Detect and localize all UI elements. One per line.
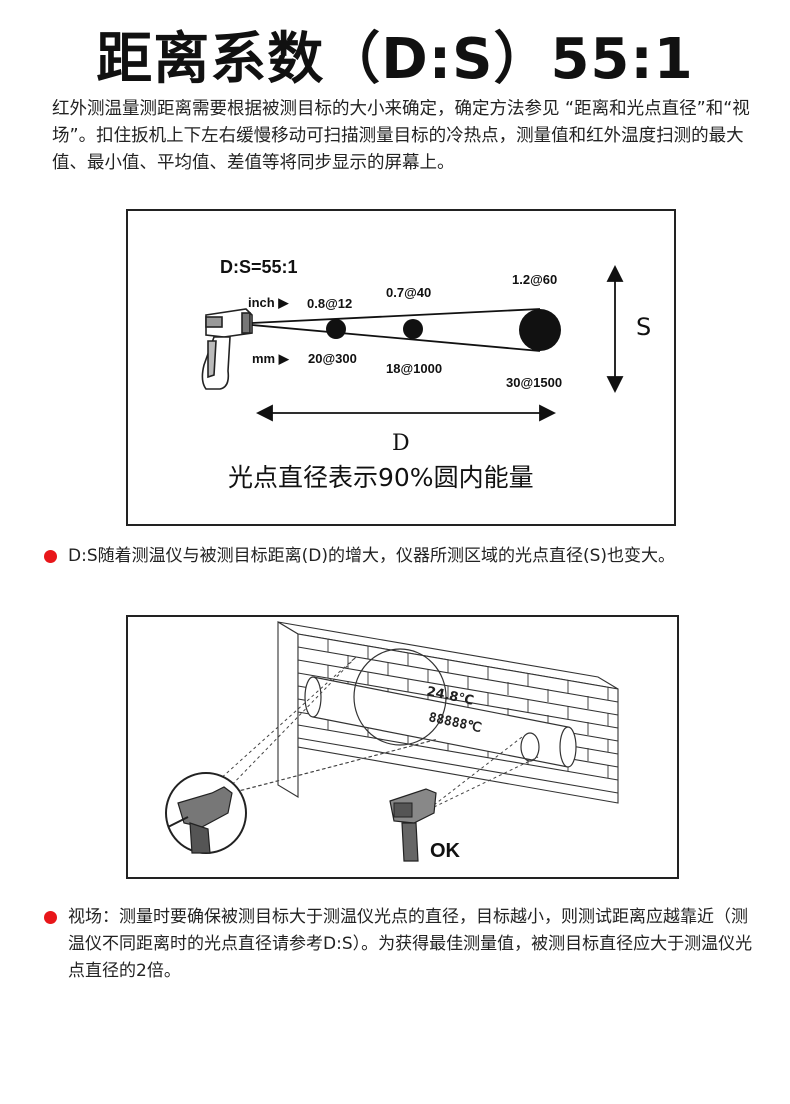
spot-2-mm: 18@1000 [386, 361, 442, 376]
pipe [304, 676, 577, 768]
ds-ratio-diagram: D:S=55:1 inch ▶ mm ▶ 0.8@12 0.7@40 1.2@6… [126, 209, 676, 526]
small-spot-circle [520, 732, 540, 762]
bullet-ds-text: D:S随着测温仪与被测目标距离(D)的增大，仪器所测区域的光点直径(S)也变大。 [68, 546, 676, 566]
ratio-label: D:S=55:1 [220, 257, 298, 277]
bullet-fov-text: 视场：测量时要确保被测目标大于测温仪光点的直径，目标越小，则测试距离应越靠近（测… [68, 907, 753, 981]
beam-cone [251, 308, 541, 352]
s-arrow [606, 264, 624, 394]
ok-label: OK [430, 840, 461, 862]
bullet-dot-icon [44, 911, 57, 924]
bullet-dot-icon [44, 550, 57, 563]
ds-ratio-svg: D:S=55:1 inch ▶ mm ▶ 0.8@12 0.7@40 1.2@6… [201, 257, 651, 492]
d-label: D [392, 431, 410, 456]
intro-paragraph: 红外测温量测距离需要根据被测目标的大小来确定，确定方法参见 “距离和光点直径”和… [52, 99, 750, 173]
spot-3 [519, 309, 561, 351]
d-arrow [255, 404, 557, 422]
fov-svg: 24.8℃ 88888℃ OK [165, 621, 619, 862]
page-title: 距离系数（D:S）55:1 [96, 27, 694, 92]
spot-1-mm: 20@300 [308, 351, 357, 366]
spot-1 [326, 319, 346, 339]
large-spot-circle [353, 648, 447, 746]
field-of-view-diagram: 24.8℃ 88888℃ OK [126, 615, 679, 879]
s-label: S [636, 313, 651, 341]
spot-3-mm: 30@1500 [506, 375, 562, 390]
spot-1-inch: 0.8@12 [307, 296, 352, 311]
sight-lines [199, 656, 539, 808]
mm-label: mm ▶ [252, 351, 290, 366]
spot-2 [403, 319, 423, 339]
diagram-caption: 光点直径表示90%圆内能量 [228, 463, 534, 492]
spot-2-inch: 0.7@40 [386, 285, 431, 300]
thermometer-gun-icon [201, 308, 253, 390]
spot-3-inch: 1.2@60 [512, 272, 557, 287]
inch-label: inch ▶ [248, 295, 289, 310]
magnified-gun-icon [165, 772, 247, 854]
thermometer-gun-ok-icon [389, 788, 437, 862]
